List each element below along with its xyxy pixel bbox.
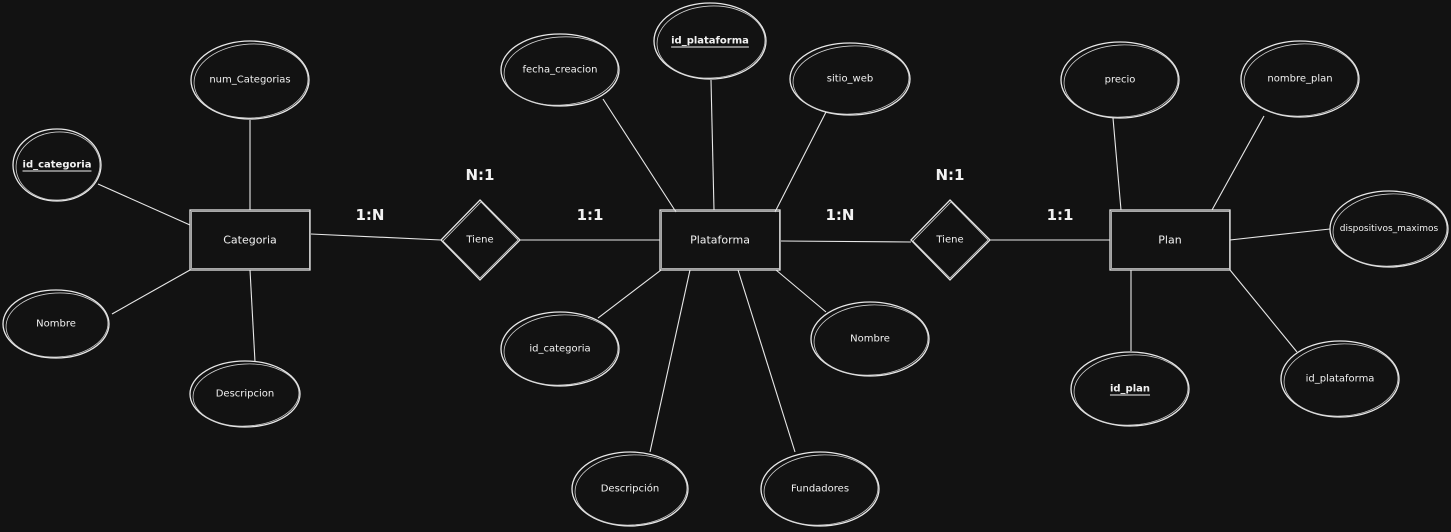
attribute-sitio-web: sitio_web [789,42,911,116]
cardinality-tiene-plataforma: 1:1 [577,206,604,224]
cardinality-categoria-tiene: 1:N [356,206,385,224]
edge-plataforma-descripcion [649,269,691,453]
attribute-id-categoria-plataforma: id_categoria [500,311,620,387]
edge-plan-id-plataforma [1229,269,1298,353]
edge-categoria-tiene [310,233,442,241]
relationship-label: Tiene [465,235,493,246]
attribute-label: fecha_creacion [522,65,597,76]
relationship-tiene-categoria-plataforma: Tiene [440,199,521,281]
attribute-label: sitio_web [827,74,873,85]
attribute-label: precio [1105,75,1136,86]
edge-plan-nombre-plan [1211,115,1265,211]
attribute-nombre-plan: nombre_plan [1240,40,1360,118]
edge-plataforma-id-plataforma [710,79,715,211]
attribute-id-categoria-key: id_categoria [12,128,102,202]
attribute-descripcion-plataforma: Descripción [571,451,689,527]
edge-plataforma-fecha-creacion [602,98,677,213]
relationship-tiene-plataforma-plan: Tiene [910,199,991,281]
attribute-label: id_plataforma [1306,374,1375,385]
attribute-descripcion-categoria: Descripcion [189,360,301,428]
attribute-label: id_categoria [529,344,590,355]
entity-label: Plataforma [690,234,750,247]
attribute-label: num_Categorias [209,75,290,86]
attribute-dispositivos-maximos: dispositivos_maximos [1329,190,1449,268]
edges [97,79,1331,453]
attribute-label: Nombre [36,319,76,330]
entity-plataforma: Plataforma [659,209,781,271]
attribute-label: Fundadores [791,484,849,495]
attribute-label: Nombre [850,334,890,345]
edge-plataforma-id-categoria [597,269,662,319]
attribute-label: id_categoria [23,160,92,171]
cardinality-tiene-upper-1: N:1 [466,166,495,184]
attribute-precio: precio [1060,41,1180,119]
relationship-label: Tiene [935,235,963,246]
edge-plataforma-fundadores [737,269,796,453]
cardinality-plataforma-tiene: 1:N [826,206,855,224]
edge-categoria-nombre [111,269,191,315]
edge-categoria-id-categoria [97,183,191,226]
attribute-id-plan-key: id_plan [1070,351,1190,427]
entity-label: Plan [1158,234,1181,247]
edge-plan-dispositivos-maximos [1229,228,1331,241]
attribute-fecha-creacion: fecha_creacion [500,33,620,107]
attribute-num-categorias: num_Categorias [190,40,310,120]
attribute-nombre-categoria: Nombre [2,289,110,359]
attribute-label: nombre_plan [1267,74,1332,85]
entity-categoria: Categoria [189,209,311,271]
entity-plan: Plan [1109,209,1231,271]
edge-plan-precio [1112,117,1122,211]
attribute-id-plataforma-plan: id_plataforma [1280,340,1400,418]
edge-plataforma-tiene [780,240,912,243]
attribute-id-plataforma-key: id_plataforma [653,2,767,80]
attribute-nombre-plataforma: Nombre [810,301,930,377]
edge-plataforma-sitio-web [774,111,827,213]
attribute-label: id_plataforma [671,36,749,47]
cardinality-tiene-plan: 1:1 [1047,206,1074,224]
edge-plataforma-nombre [775,269,827,313]
edge-categoria-descripcion [249,269,256,363]
attribute-fundadores: Fundadores [760,451,880,527]
attribute-label: Descripcion [216,389,275,400]
attribute-label: id_plan [1110,384,1150,395]
attribute-label: Descripción [601,483,660,495]
attribute-label: dispositivos_maximos [1340,224,1439,234]
cardinality-tiene-upper-2: N:1 [936,166,965,184]
entity-label: Categoria [223,234,277,247]
